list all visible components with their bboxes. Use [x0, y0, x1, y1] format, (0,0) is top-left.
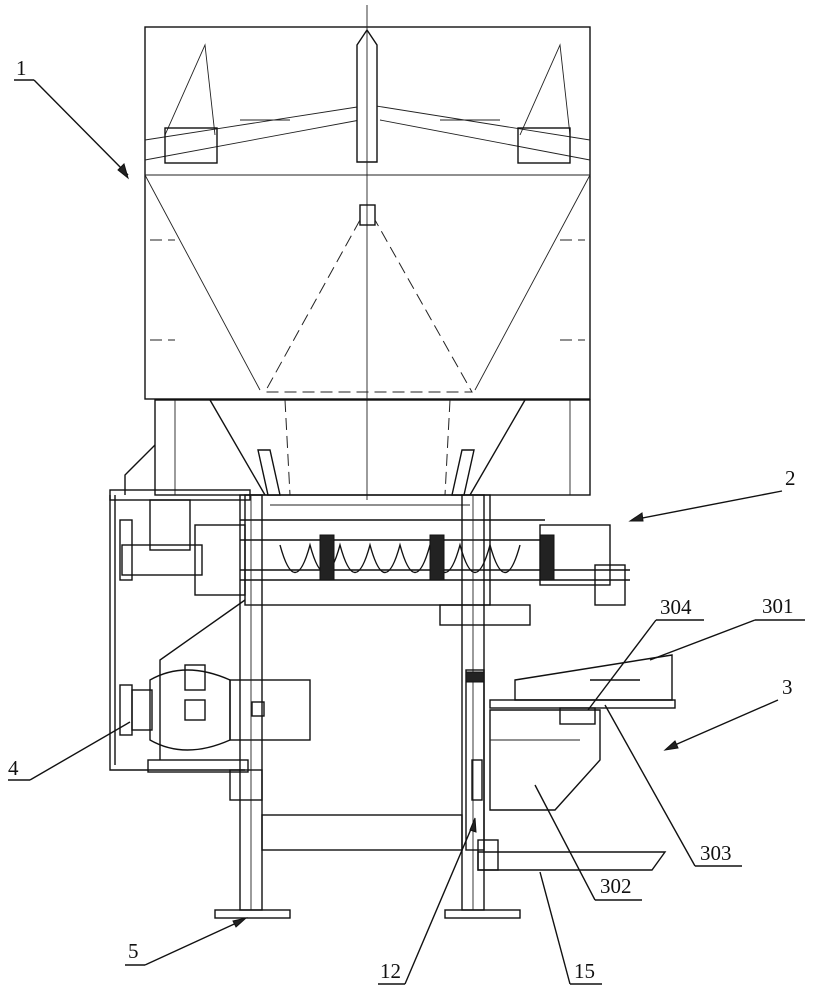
label-1: 1 — [16, 56, 27, 80]
label-2: 2 — [785, 466, 796, 490]
label-301: 301 — [762, 594, 794, 618]
base-legs — [215, 495, 520, 918]
label-15: 15 — [574, 959, 595, 983]
discharge-unit — [478, 655, 675, 870]
label-3: 3 — [782, 675, 793, 699]
label-12: 12 — [380, 959, 401, 983]
label-5: 5 — [128, 939, 139, 963]
motor — [120, 665, 310, 772]
lower-hopper — [125, 400, 590, 495]
screw-conveyor — [120, 495, 630, 625]
frame-bracket — [110, 490, 250, 770]
label-302: 302 — [600, 874, 632, 898]
label-4: 4 — [8, 756, 19, 780]
hopper — [145, 5, 590, 500]
label-303: 303 — [700, 841, 732, 865]
label-304: 304 — [660, 595, 692, 619]
